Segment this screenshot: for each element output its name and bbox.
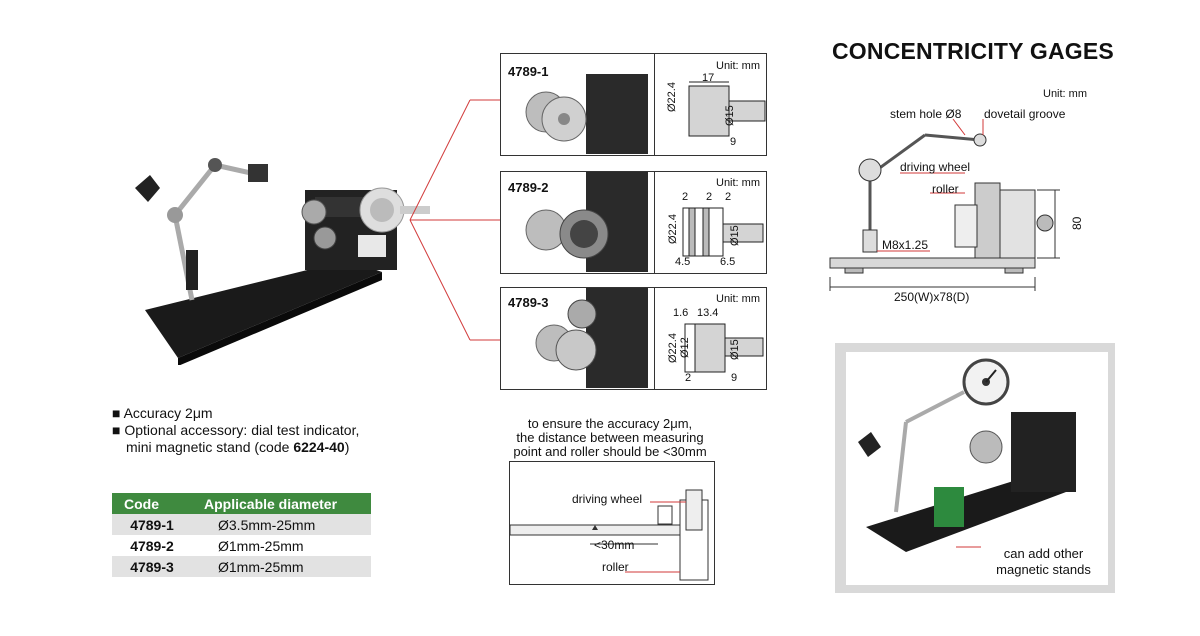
variant-drawing bbox=[688, 81, 766, 137]
feature-list: ■ Accuracy 2μm ■ Optional accessory: dia… bbox=[112, 405, 359, 456]
dovetail-label: dovetail groove bbox=[984, 107, 1066, 121]
distance-label: <30mm bbox=[594, 538, 635, 552]
unit-label: Unit: mm bbox=[716, 60, 760, 72]
base-size-label: 250(W)x78(D) bbox=[894, 290, 970, 304]
stand-note: can add other magnetic stands bbox=[996, 546, 1091, 577]
roller-label: roller bbox=[932, 182, 959, 196]
unit-label: Unit: mm bbox=[716, 177, 760, 189]
accessory-photo: can add other magnetic stands bbox=[846, 352, 1108, 585]
table-row: 4789-3 Ø1mm-25mm bbox=[112, 556, 371, 577]
accuracy-diagram: driving wheel <30mm roller bbox=[509, 461, 715, 585]
variant-panel-1: 4789-1 Unit: mm 17 Ø22.4 Ø15 9 bbox=[500, 53, 767, 156]
bullet-accuracy: ■ Accuracy 2μm bbox=[112, 405, 213, 421]
connector-lines bbox=[409, 99, 500, 341]
accuracy-note: to ensure the accuracy 2μm, the distance… bbox=[513, 416, 707, 459]
table-row: 4789-1 Ø3.5mm-25mm bbox=[112, 514, 371, 535]
table-row: 4789-2 Ø1mm-25mm bbox=[130, 537, 304, 554]
variant-photo bbox=[525, 172, 648, 272]
page-title: CONCENTRICITY GAGES bbox=[832, 38, 1114, 64]
unit-label: Unit: mm bbox=[716, 293, 760, 305]
variant-drawing bbox=[684, 323, 764, 373]
bullet-stand: mini magnetic stand (code 6224-40) bbox=[126, 439, 350, 455]
main-product-photo bbox=[135, 158, 430, 365]
variant-code: 4789-2 bbox=[508, 180, 549, 195]
variant-photo bbox=[525, 74, 648, 154]
thread-label: M8x1.25 bbox=[882, 238, 929, 252]
driving-wheel-label: driving wheel bbox=[900, 160, 971, 174]
bullet-optional: ■ Optional accessory: dial test indicato… bbox=[112, 422, 360, 438]
variant-code: 4789-3 bbox=[508, 295, 549, 310]
roller-label: roller bbox=[602, 560, 629, 574]
drawing-unit: Unit: mm bbox=[1043, 88, 1087, 100]
variant-panel-2: 4789-2 Unit: mm 2 2 2 Ø22.4 Ø15 4.5 6.5 bbox=[500, 171, 767, 274]
height-label: 80 bbox=[1070, 216, 1084, 230]
variant-code: 4789-1 bbox=[508, 64, 549, 79]
variant-panel-3: 4789-3 Unit: mm 1.6 13.4 Ø22.4 Ø12 Ø15 2… bbox=[500, 287, 767, 390]
driving-wheel-label: driving wheel bbox=[572, 492, 643, 506]
stem-hole-label: stem hole Ø8 bbox=[890, 107, 962, 121]
spec-table: Code Applicable diameter 4789-1 Ø3.5mm-2… bbox=[112, 493, 371, 577]
technical-drawing bbox=[829, 118, 1060, 291]
table-header: Code Applicable diameter bbox=[112, 493, 371, 514]
variant-drawing bbox=[682, 207, 764, 257]
variant-photo bbox=[535, 288, 648, 388]
